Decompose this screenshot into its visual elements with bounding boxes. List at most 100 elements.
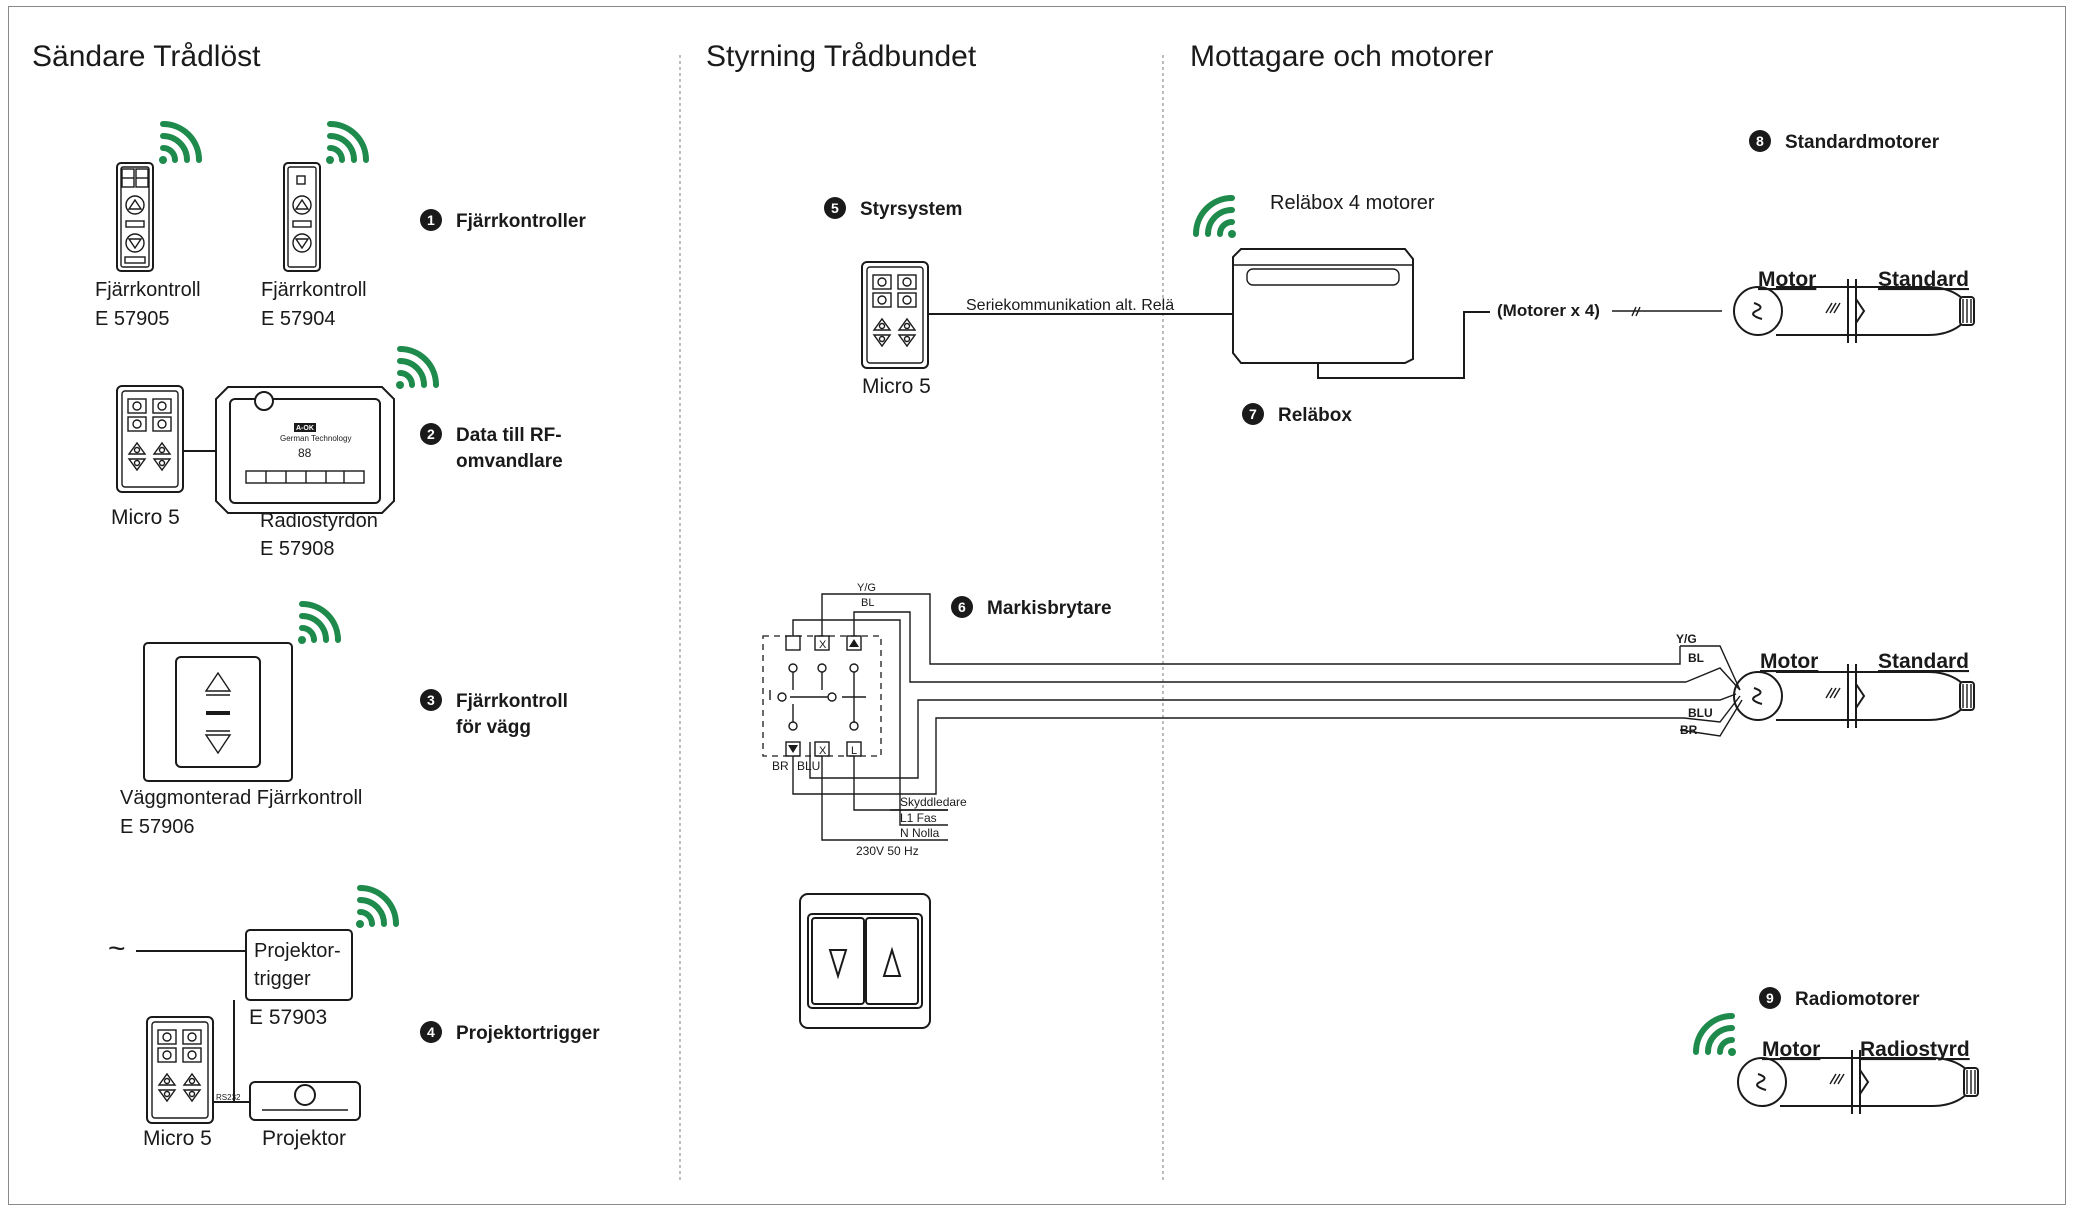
- micro5-label: Micro 5: [862, 375, 931, 398]
- rf-signal-icon: [356, 888, 396, 928]
- wire-label-n: N Nolla: [900, 826, 940, 840]
- svg-text:7: 7: [1249, 406, 1257, 422]
- micro5-label: Micro 5: [111, 506, 180, 529]
- svg-text:German Technology: German Technology: [280, 434, 351, 443]
- remote-e57904-icon: [283, 162, 321, 272]
- section-title-right: Mottagare och motorer: [1190, 40, 1493, 73]
- rf-signal-icon: [326, 124, 366, 164]
- radiostyrd-label: Radiostyrd: [1860, 1038, 1970, 1061]
- rf-signal-icon: [1696, 1016, 1736, 1056]
- remote1-name: Fjärrkontroll: [95, 279, 201, 301]
- wall-switch-wiring: X X L BR BLU Y/G BL Skyddledare L1 Fas N…: [762, 582, 1686, 858]
- motor-label: Motor: [1762, 1038, 1820, 1061]
- svg-text:3: 3: [427, 692, 435, 708]
- svg-text:Y/G: Y/G: [1676, 632, 1697, 646]
- svg-text:L: L: [851, 745, 857, 757]
- label-fjarrkontroll-vagg-line1: Fjärrkontroll: [456, 691, 568, 712]
- cable-relay-out: [1317, 311, 1490, 379]
- badge-4: 4: [420, 1021, 442, 1043]
- remote2-code: E 57904: [261, 308, 336, 330]
- badge-8: 8: [1749, 130, 1771, 152]
- badge-5: 5: [824, 197, 846, 219]
- label-relabox: Reläbox: [1278, 405, 1352, 426]
- label-fjarrkontroller: Fjärrkontroller: [456, 211, 586, 232]
- svg-text:BLU: BLU: [1688, 706, 1713, 720]
- svg-text:8: 8: [1756, 133, 1764, 149]
- svg-text:5: 5: [831, 200, 839, 216]
- wire-label-skydd: Skyddledare: [900, 795, 967, 809]
- badge-7: 7: [1242, 403, 1264, 425]
- rf-signal-icon: [159, 124, 199, 164]
- relay-box-icon: [1232, 248, 1414, 364]
- wall-remote-code: E 57906: [120, 816, 195, 838]
- micro5-remote-icon: [146, 1016, 214, 1124]
- radiostyrdon-icon: A-OK German Technology 88: [215, 386, 395, 514]
- standard-motor-icon: [1733, 663, 1975, 729]
- label-fjarrkontroll-vagg-line2: för vägg: [456, 717, 531, 738]
- label-standardmotorer: Standardmotorer: [1785, 132, 1940, 153]
- svg-text:1: 1: [427, 212, 435, 228]
- wire-label-l1: L1 Fas: [900, 811, 937, 825]
- rf-signal-icon: [396, 349, 436, 389]
- micro5-label: Micro 5: [143, 1127, 212, 1150]
- rf-signal-icon: [298, 604, 338, 644]
- standard-label: Standard: [1878, 650, 1969, 673]
- badge-9: 9: [1759, 987, 1781, 1009]
- cable-trigger-projector: [233, 1000, 250, 1103]
- label-projektortrigger: Projektortrigger: [456, 1023, 600, 1044]
- section-title-middle: Styrning Trådbundet: [706, 40, 977, 73]
- badge-6: 6: [951, 596, 973, 618]
- remote-e57905-icon: [116, 162, 154, 272]
- badge-3: 3: [420, 689, 442, 711]
- ac-supply-symbol: ~: [108, 932, 126, 965]
- standard-label: Standard: [1878, 268, 1969, 291]
- micro5-remote-icon: [116, 385, 184, 493]
- svg-text:BR: BR: [1680, 723, 1698, 737]
- motor-wire-terminals: Y/G BL BLU BR: [1676, 632, 1743, 737]
- label-radiomotorer: Radiomotorer: [1795, 989, 1920, 1010]
- wire-label-yg: Y/G: [857, 582, 876, 594]
- wall-remote-icon: [143, 642, 293, 782]
- wire-label-br: BR: [772, 759, 789, 773]
- svg-text:6: 6: [958, 599, 966, 615]
- badge-1: 1: [420, 209, 442, 231]
- radiostyrdon-code: E 57908: [260, 538, 335, 560]
- svg-text:9: 9: [1766, 990, 1774, 1006]
- label-data-rf-line1: Data till RF-: [456, 425, 562, 446]
- svg-text:2: 2: [427, 426, 435, 442]
- projector-icon: [249, 1081, 361, 1121]
- section-title-left: Sändare Trådlöst: [32, 40, 261, 73]
- label-styrsystem: Styrsystem: [860, 199, 962, 220]
- projector-trigger-box: [245, 929, 353, 1001]
- markis-switch-icon: [799, 893, 931, 1029]
- badge-2: 2: [420, 423, 442, 445]
- svg-text:4: 4: [427, 1024, 435, 1040]
- motor-label: Motor: [1758, 268, 1816, 291]
- radiostyrdon-name: Radiostyrdon: [260, 510, 378, 532]
- projector-trigger-line2: trigger: [254, 968, 311, 990]
- svg-text:X: X: [819, 745, 827, 757]
- projector-trigger-line1: Projektor-: [254, 940, 341, 962]
- rs232-label: RS232: [216, 1093, 241, 1102]
- rf-signal-icon: [1196, 198, 1236, 238]
- motor-label: Motor: [1760, 650, 1818, 673]
- svg-text:BL: BL: [1688, 651, 1704, 665]
- svg-text:X: X: [819, 639, 827, 651]
- projector-label: Projektor: [262, 1127, 346, 1150]
- micro5-remote-icon: [861, 261, 929, 369]
- diagram-frame: [8, 6, 2066, 1205]
- projector-trigger-code: E 57903: [249, 1006, 327, 1029]
- wire-label-blu: BLU: [797, 759, 820, 773]
- remote1-code: E 57905: [95, 308, 170, 330]
- label-markisbrytare: Markisbrytare: [987, 598, 1112, 619]
- label-data-rf-line2: omvandlare: [456, 451, 563, 472]
- supply-label: 230V 50 Hz: [856, 844, 919, 858]
- svg-text:A-OK: A-OK: [296, 425, 314, 432]
- wire-label-bl: BL: [861, 597, 874, 609]
- motors-x4-label: (Motorer x 4): [1497, 301, 1600, 320]
- relay-box-title: Reläbox 4 motorer: [1270, 192, 1435, 214]
- remote2-name: Fjärrkontroll: [261, 279, 367, 301]
- svg-text:88: 88: [298, 446, 312, 460]
- wall-remote-name: Väggmonterad Fjärrkontroll: [120, 787, 362, 809]
